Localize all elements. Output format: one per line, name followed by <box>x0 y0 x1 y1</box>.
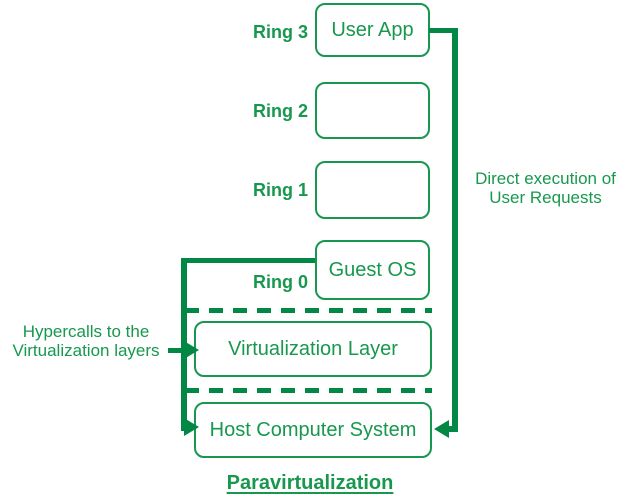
hypercalls-label-line2: Virtualization layers <box>12 341 160 360</box>
hypercalls-connector-virtualization <box>168 348 186 353</box>
ring-1-box <box>315 161 430 219</box>
hypercalls-connector-guest-os <box>181 258 315 263</box>
host-computer-system-box-label: Host Computer System <box>209 418 417 441</box>
user-app-box-label: User App <box>331 18 414 41</box>
hypercalls-label-line1: Hypercalls to the <box>22 322 150 341</box>
ring-1-label: Ring 1 <box>252 180 308 200</box>
direct-execution-label-line2: User Requests <box>489 188 602 207</box>
hypercalls-arrowhead-host <box>184 418 199 436</box>
direct-execution-connector-bottom <box>447 426 458 432</box>
direct-execution-line-vertical <box>452 28 458 432</box>
host-computer-system-box: Host Computer System <box>194 402 432 458</box>
dashed-separator-virtualization-host <box>185 388 432 393</box>
user-app-box: User App <box>315 3 430 57</box>
hypercalls-label: Hypercalls to the Virtualization layers <box>0 322 172 360</box>
dashed-separator-ring0-virtualization <box>185 308 432 313</box>
hypercalls-arrowhead-virtualization <box>184 341 199 359</box>
ring-2-label: Ring 2 <box>252 101 308 121</box>
ring-2-box <box>315 82 430 139</box>
direct-execution-arrowhead-host <box>434 420 449 438</box>
direct-execution-label-line1: Direct execution of <box>475 169 616 188</box>
virtualization-layer-box: Virtualization Layer <box>194 321 432 377</box>
ring-0-label: Ring 0 <box>252 272 308 292</box>
direct-execution-connector-top <box>429 28 454 33</box>
ring-3-label: Ring 3 <box>252 22 308 42</box>
virtualization-layer-box-label: Virtualization Layer <box>228 337 398 360</box>
guest-os-box: Guest OS <box>315 240 430 300</box>
guest-os-box-label: Guest OS <box>328 258 417 281</box>
direct-execution-label: Direct execution of User Requests <box>460 169 631 207</box>
diagram-title: Paravirtualization <box>226 472 394 494</box>
